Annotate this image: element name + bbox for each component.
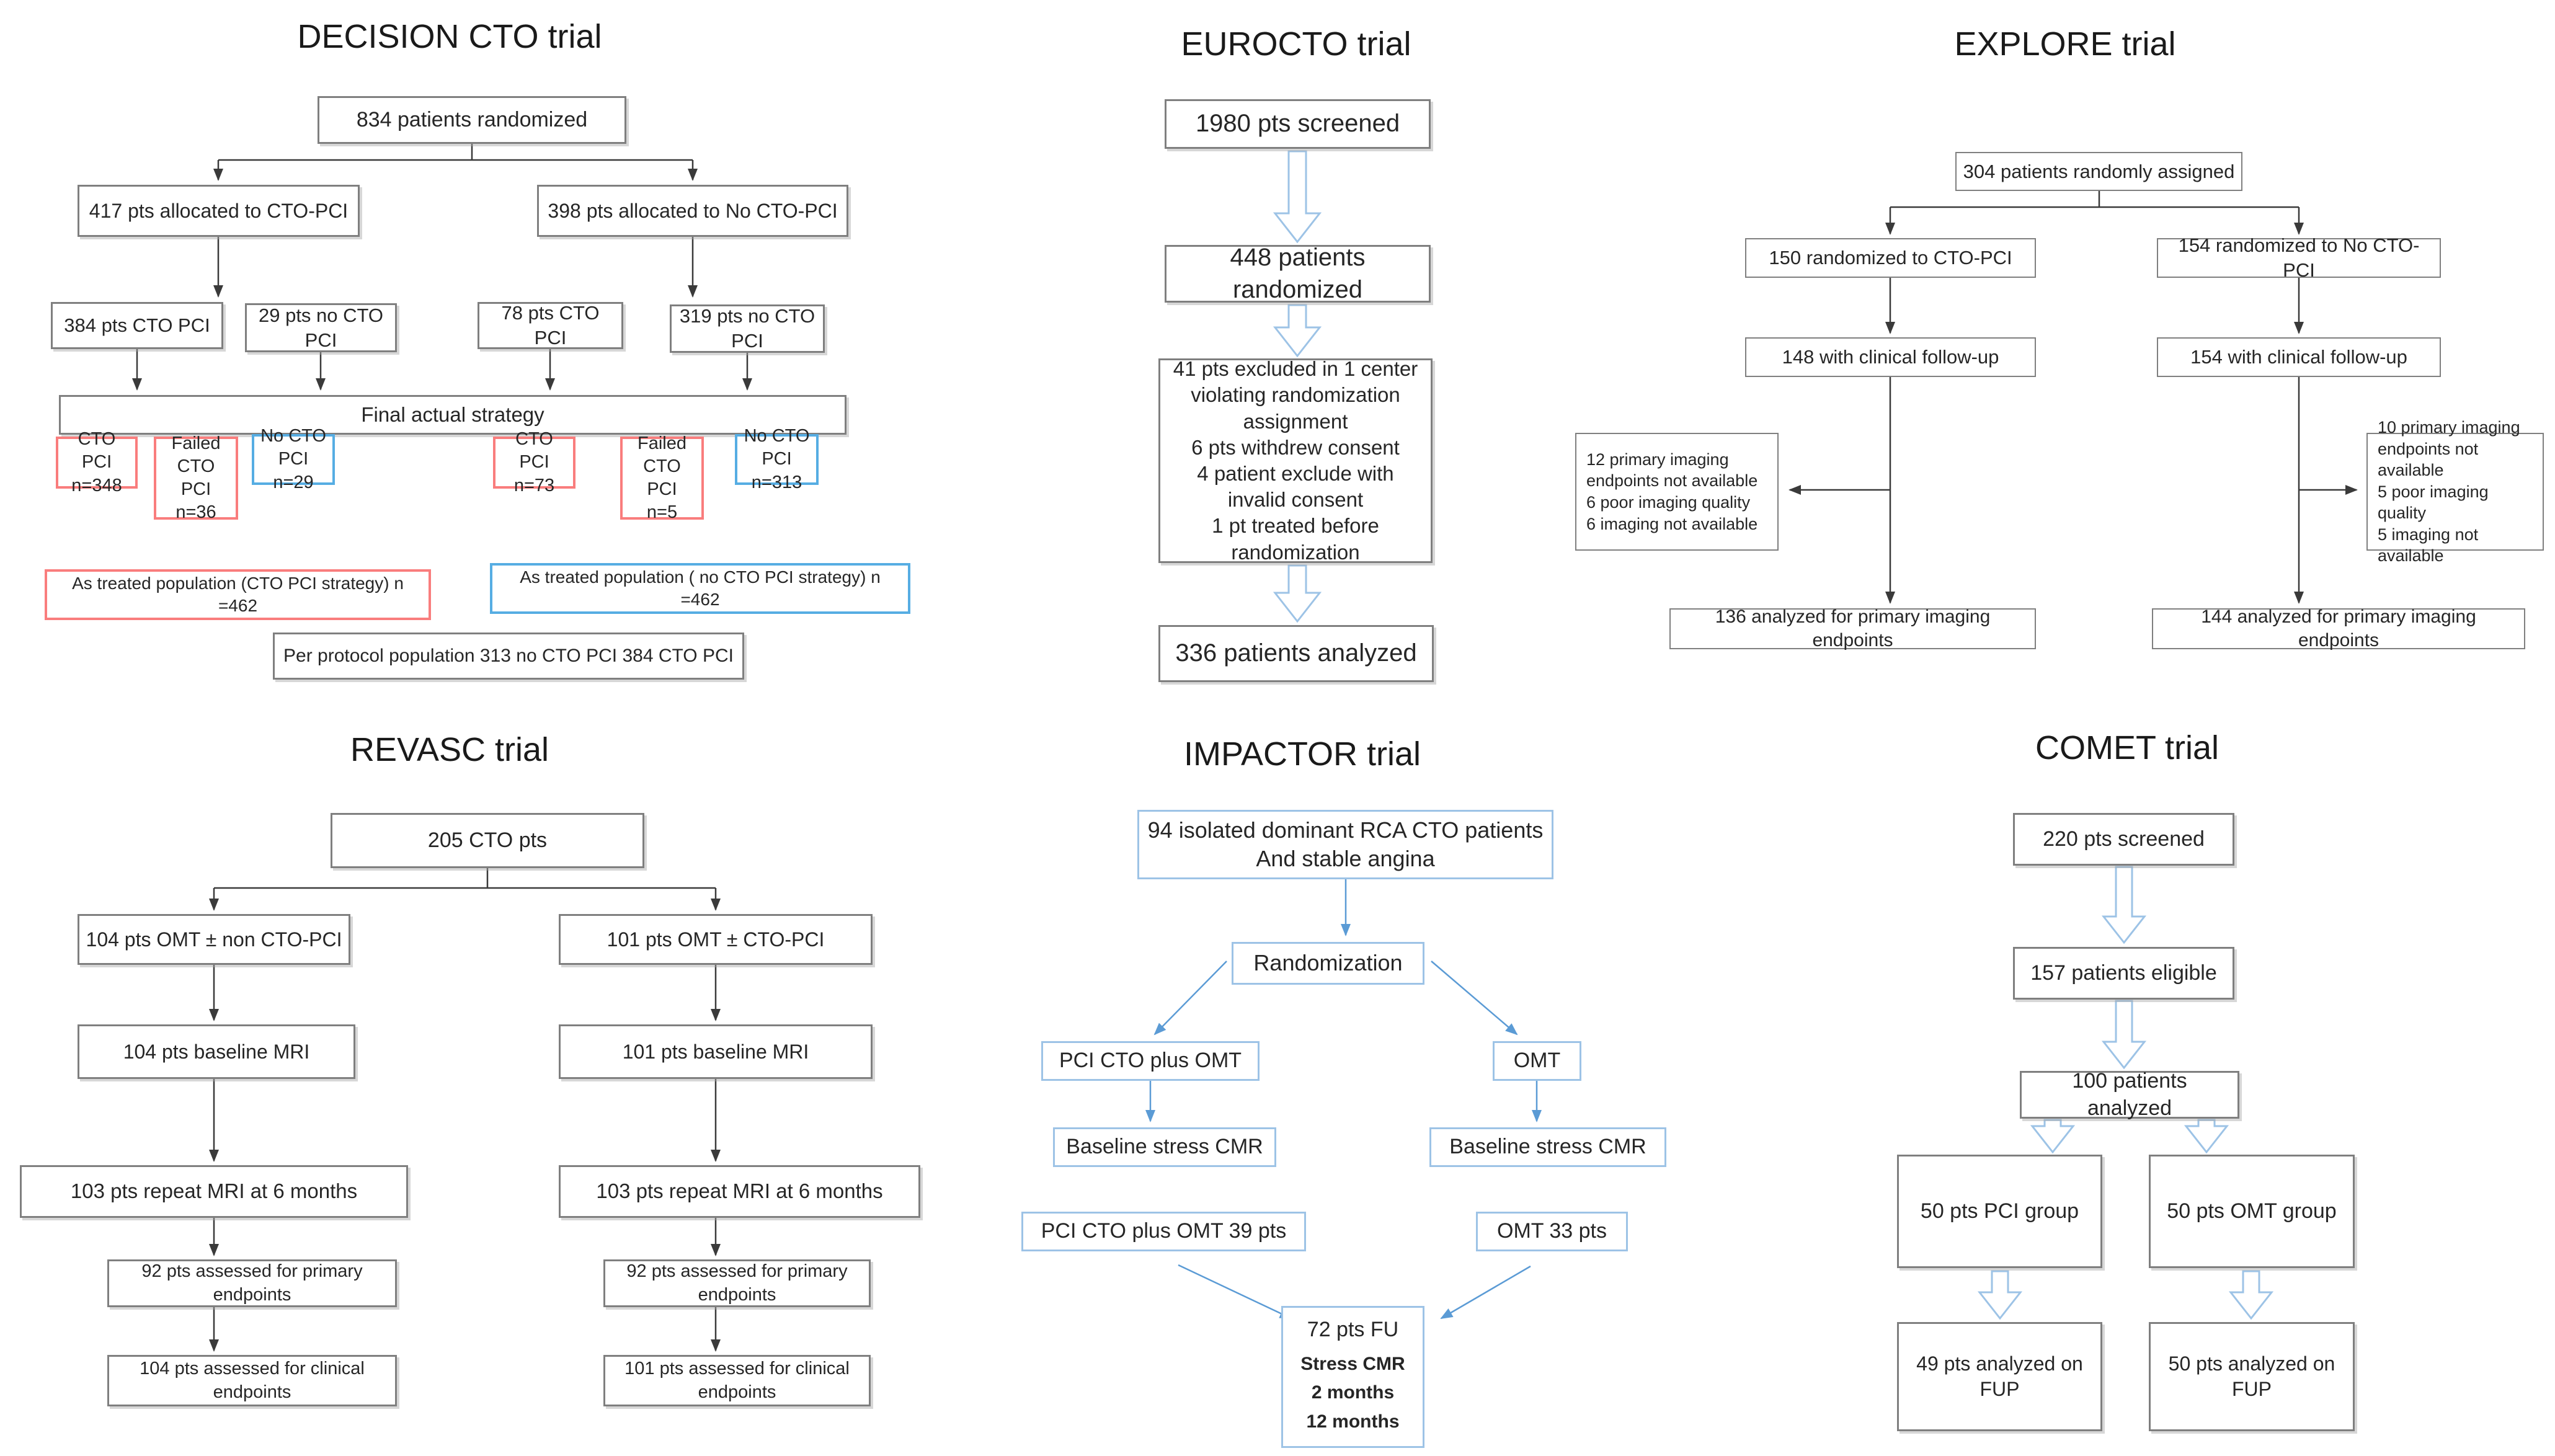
- explore-excl-right-box: 10 primary imaging endpoints not availab…: [2366, 418, 2544, 565]
- explore-rand-cto-box: 150 randomized to CTO-PCI: [1745, 238, 2036, 278]
- revasc-repeat-left-box: 103 pts repeat MRI at 6 months: [20, 1165, 408, 1218]
- impactor-fu-box: 72 pts FU Stress CMR 2 months 12 months: [1281, 1306, 1424, 1448]
- impactor-left-fu-arrow: [1178, 1264, 1292, 1320]
- impactor-right-diag-arrow: [1431, 961, 1518, 1036]
- revasc-clinical-right-box: 101 pts assessed for clinical endpoints: [603, 1355, 871, 1406]
- impactor-pci-omt-39-box: PCI CTO plus OMT 39 pts: [1021, 1212, 1306, 1251]
- decision-outcome-nocto29-box: No CTO PCI n=29: [252, 426, 335, 492]
- decision-alloc-nocto-box: 398 pts allocated to No CTO-PCI: [537, 185, 848, 237]
- decision-sub-nocto-box: 29 pts no CTO PCI: [245, 303, 397, 352]
- comet-arrow-3: [2030, 1119, 2076, 1154]
- comet-pci-group-box: 50 pts PCI group: [1897, 1155, 2102, 1268]
- explore-excl-left-box: 12 primary imaging endpoints not availab…: [1575, 433, 1779, 551]
- explore-connectors: [1788, 191, 2358, 604]
- eurocto-randomized-box: 448 patients randomized: [1165, 244, 1431, 303]
- eurocto-hollow-arrows: [1273, 150, 1322, 623]
- decision-outcome-failed5-box: Failed CTO PCI n=5: [620, 433, 704, 522]
- impactor-patients-box: 94 isolated dominant RCA CTO patients An…: [1137, 810, 1553, 879]
- comet-title: COMET trial: [2035, 729, 2220, 766]
- decision-outcome-failed36-box: Failed CTO PCI n=36: [154, 433, 238, 522]
- explore-fu-nocto-box: 154 with clinical follow-up: [2157, 337, 2441, 377]
- eurocto-screened-box: 1980 pts screened: [1165, 99, 1431, 149]
- impactor-fu-detail: Stress CMR 2 months 12 months: [1300, 1353, 1405, 1432]
- comet-hollow-arrows: [1977, 866, 2274, 1320]
- eurocto-excluded-box: 41 pts excluded in 1 center violating ra…: [1158, 357, 1433, 564]
- impactor-pci-omt-box: PCI CTO plus OMT: [1041, 1041, 1260, 1081]
- comet-arrow-5: [1977, 1270, 2023, 1320]
- impactor-omt-33-box: OMT 33 pts: [1476, 1212, 1628, 1251]
- revasc-connectors: [209, 868, 721, 1352]
- comet-arrow-6: [2228, 1270, 2274, 1320]
- eurocto-title: EUROCTO trial: [1181, 25, 1411, 63]
- comet-analyzed-box: 100 patients analyzed: [2020, 1069, 2239, 1120]
- decision-perprotocol-box: Per protocol population 313 no CTO PCI 3…: [273, 633, 744, 680]
- eurocto-arrow-1: [1273, 150, 1322, 244]
- decision-outcome-cto348-box: CTO PCI n=348: [56, 429, 138, 495]
- decision-final-strategy-box: Final actual strategy: [59, 395, 846, 435]
- comet-omt-group-box: 50 pts OMT group: [2149, 1155, 2355, 1268]
- revasc-primary-left-box: 92 pts assessed for primary endpoints: [107, 1259, 397, 1307]
- revasc-primary-right-box: 92 pts assessed for primary endpoints: [603, 1259, 871, 1307]
- impactor-cmr-right-box: Baseline stress CMR: [1429, 1127, 1666, 1167]
- explore-assigned-box: 304 patients randomly assigned: [1955, 152, 2242, 191]
- revasc-cto-pts-box: 205 CTO pts: [331, 813, 644, 868]
- impactor-title: IMPACTOR trial: [1183, 735, 1421, 773]
- decision-outcome-cto73-box: CTO PCI n=73: [493, 429, 575, 495]
- revasc-repeat-right-box: 103 pts repeat MRI at 6 months: [559, 1165, 920, 1218]
- decision-astreated-cto-box: As treated population (CTO PCI strategy)…: [45, 569, 431, 620]
- comet-arrow-4: [2184, 1119, 2229, 1154]
- decision-sub-cto-box: 384 pts CTO PCI: [51, 302, 223, 349]
- decision-outcome-nocto313-box: No CTO PCI n=313: [735, 426, 819, 492]
- comet-fup-omt-box: 50 pts analyzed on FUP: [2149, 1322, 2355, 1431]
- decision-astreated-nocto-box: As treated population ( no CTO PCI strat…: [490, 563, 910, 614]
- impactor-right-fu-arrow: [1440, 1265, 1531, 1320]
- revasc-arm-left-box: 104 pts OMT ± non CTO-PCI: [78, 914, 350, 965]
- comet-arrow-2: [2101, 1000, 2147, 1070]
- decision-connectors: [132, 144, 752, 391]
- revasc-arm-right-box: 101 pts OMT ± CTO-PCI: [559, 914, 873, 965]
- decision-sub-cto2-box: 78 pts CTO PCI: [478, 302, 623, 349]
- explore-rand-nocto-box: 154 randomized to No CTO-PCI: [2157, 234, 2441, 281]
- eurocto-arrow-3: [1273, 564, 1322, 623]
- comet-screened-box: 220 pts screened: [2013, 813, 2234, 866]
- explore-fu-cto-box: 148 with clinical follow-up: [1745, 337, 2036, 377]
- revasc-mri-right-box: 101 pts baseline MRI: [559, 1024, 873, 1079]
- comet-arrow-1: [2101, 866, 2147, 944]
- decision-alloc-cto-box: 417 pts allocated to CTO-PCI: [78, 185, 360, 237]
- decision-randomized-box: 834 patients randomized: [318, 96, 626, 144]
- revasc-title: REVASC trial: [350, 731, 549, 768]
- decision-sub-nocto2-box: 319 pts no CTO PCI: [670, 304, 825, 353]
- explore-title: EXPLORE trial: [1954, 25, 2176, 63]
- impactor-randomization-box: Randomization: [1232, 942, 1424, 985]
- impactor-cmr-left-box: Baseline stress CMR: [1053, 1127, 1276, 1167]
- explore-analyzed-right-box: 144 analyzed for primary imaging endpoin…: [2152, 606, 2525, 650]
- impactor-connectors: [1145, 879, 1542, 1320]
- comet-fup-pci-box: 49 pts analyzed on FUP: [1897, 1322, 2102, 1431]
- impactor-left-diag-arrow: [1153, 961, 1227, 1036]
- comet-eligible-box: 157 patients eligible: [2013, 947, 2234, 1000]
- revasc-mri-left-box: 104 pts baseline MRI: [78, 1024, 355, 1079]
- eurocto-analyzed-box: 336 patients analyzed: [1158, 625, 1434, 682]
- decision-title: DECISION CTO trial: [297, 18, 602, 55]
- explore-analyzed-left-box: 136 analyzed for primary imaging endpoin…: [1669, 606, 2036, 650]
- impactor-omt-box: OMT: [1493, 1041, 1581, 1081]
- eurocto-arrow-2: [1273, 304, 1322, 358]
- impactor-fu-line1: 72 pts FU: [1307, 1318, 1399, 1341]
- revasc-clinical-left-box: 104 pts assessed for clinical endpoints: [107, 1355, 397, 1406]
